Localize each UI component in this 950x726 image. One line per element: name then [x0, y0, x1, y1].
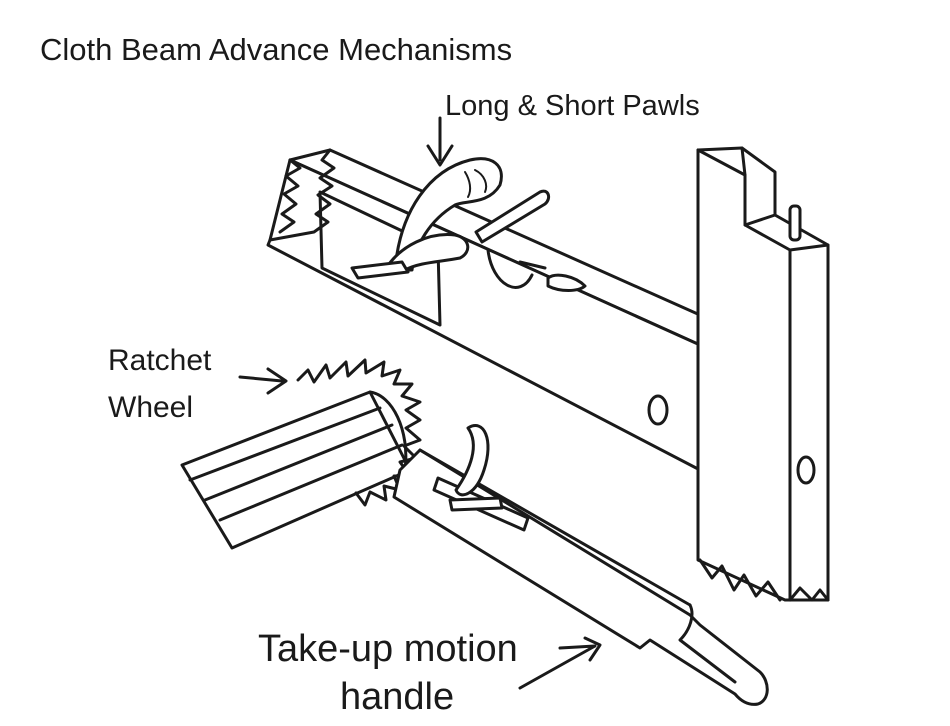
handle-label-line2: handle	[340, 676, 455, 718]
ratchet-label-line2: Wheel	[108, 391, 194, 424]
ratchet-arrowhead	[266, 367, 288, 395]
handle-label-line1: Take-up motion	[258, 628, 518, 670]
label-arrows	[238, 116, 602, 690]
diagram-title: Cloth Beam Advance Mechanisms	[40, 32, 513, 67]
pawls-label: Long & Short Pawls	[445, 90, 700, 122]
pawls-arrowhead	[426, 144, 454, 167]
takeup-handle	[392, 424, 769, 706]
handle-arrow	[518, 644, 597, 690]
vertical-post	[696, 146, 830, 602]
ratchet-arrow	[238, 375, 284, 383]
pawls	[350, 157, 587, 292]
handle-arrowhead	[583, 636, 602, 662]
upper-beam	[266, 148, 702, 472]
ratchet-label-line1: Ratchet	[108, 344, 212, 377]
cloth-beam	[180, 390, 412, 550]
